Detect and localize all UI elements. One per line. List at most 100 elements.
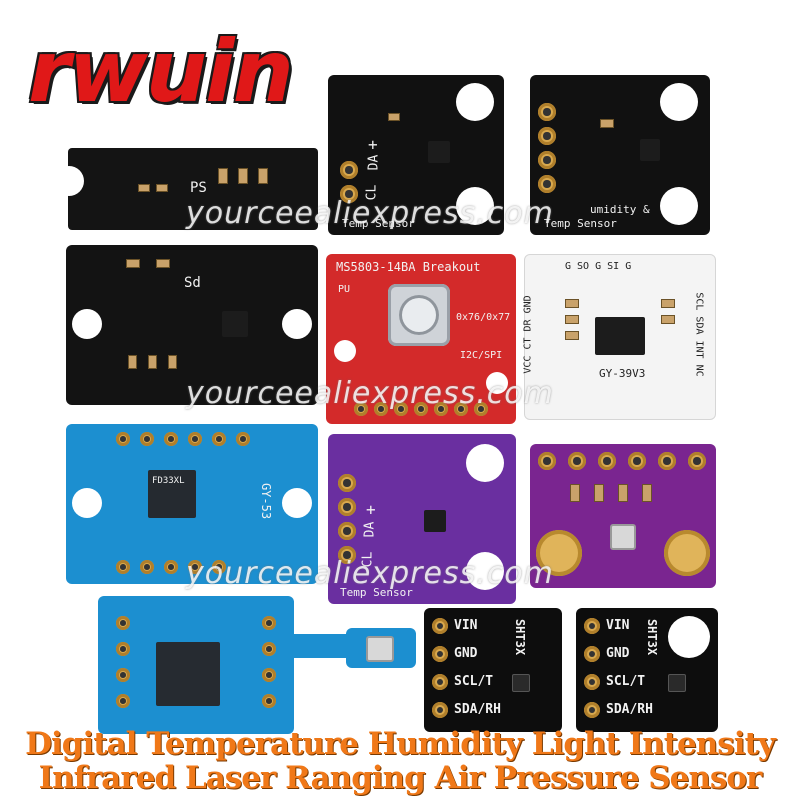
- pin-label: +: [368, 135, 378, 154]
- smd-component: [168, 355, 177, 369]
- pin-pad: [262, 668, 276, 682]
- smd-component: [238, 168, 248, 184]
- sensor-chip: [668, 674, 686, 692]
- pin-pad: [538, 103, 556, 121]
- pin-pad: [688, 452, 706, 470]
- mounting-hole: [334, 340, 356, 362]
- ps-sensor-board: PS: [54, 148, 318, 230]
- pin-pad: [140, 560, 154, 574]
- pin-pad: [538, 452, 556, 470]
- sensor-chip: [222, 311, 248, 337]
- pin-pad: [432, 646, 448, 662]
- pressure-sensor-chip: [388, 284, 450, 346]
- smd-component: [570, 484, 580, 502]
- humidity-temp-sensor-black-2: umidity & Temp Sensor: [530, 75, 710, 235]
- gy39-light-sensor-board: G SO G SI G VCC CT DR GND SCL SDA INT NC…: [522, 254, 716, 420]
- model-label: SHT3X: [513, 618, 528, 656]
- pin-label: GND: [606, 646, 630, 661]
- board-title: MS5803-14BA Breakout: [336, 260, 481, 274]
- smd-component: [128, 355, 137, 369]
- humidity-temp-sensor-purple: CL DA + Temp Sensor: [328, 434, 516, 604]
- pin-pad: [212, 432, 226, 446]
- pin-pad: [188, 432, 202, 446]
- pin-pad: [116, 668, 130, 682]
- pin-label: DA: [366, 154, 382, 171]
- sensor-chip: [428, 141, 450, 163]
- sensor-chip: [595, 317, 645, 355]
- pin-pad: [432, 702, 448, 718]
- smd-component: [642, 484, 652, 502]
- smd-component: [138, 184, 150, 192]
- pressure-sensor-chip: [610, 524, 636, 550]
- smd-component: [594, 484, 604, 502]
- pin-pad: [598, 452, 616, 470]
- sd-label: Sd: [184, 275, 201, 291]
- mounting-hole: [466, 552, 504, 590]
- pin-pad: [338, 498, 356, 516]
- smd-component: [565, 299, 579, 308]
- pin-pad: [538, 175, 556, 193]
- pin-pad: [374, 402, 388, 416]
- pin-pad: [584, 702, 600, 718]
- address-label: 0x76/0x77: [456, 312, 511, 323]
- pin-pad: [628, 452, 646, 470]
- watermark-text: yourceealiexpress.com: [186, 196, 554, 231]
- top-pin-labels: G SO G SI G: [565, 261, 632, 272]
- pin-pad: [454, 402, 468, 416]
- pin-pad: [188, 560, 202, 574]
- pin-pad: [538, 127, 556, 145]
- right-pin-labels: SCL SDA INT NC: [693, 292, 705, 377]
- sensor-chip: [156, 642, 220, 706]
- pin-pad: [434, 402, 448, 416]
- smd-component: [618, 484, 628, 502]
- board-label: umidity &: [590, 203, 650, 216]
- mounting-hole: [72, 488, 102, 518]
- board-label: Temp Sensor: [342, 217, 415, 230]
- pin-pad: [584, 646, 600, 662]
- model-label: GY-53: [259, 482, 274, 520]
- pin-pad: [212, 560, 226, 574]
- pin-pad: [658, 452, 676, 470]
- pin-pad: [340, 185, 358, 203]
- pin-label: SCL/T: [606, 674, 646, 689]
- pin-label: GND: [454, 646, 478, 661]
- sensor-chip: [366, 636, 394, 662]
- smd-component: [661, 299, 675, 308]
- board-label: Temp Sensor: [544, 217, 617, 230]
- mounting-hole: [668, 616, 710, 658]
- interface-label: I2C/SPI: [460, 350, 503, 361]
- pin-pad: [432, 674, 448, 690]
- left-pin-labels: VCC CT DR GND: [522, 295, 534, 374]
- mounting-hole: [72, 309, 102, 339]
- pin-label: +: [366, 500, 376, 519]
- sensor-chip: [512, 674, 530, 692]
- smd-component: [156, 184, 168, 192]
- pin-pad: [262, 642, 276, 656]
- pin-label: VIN: [606, 618, 630, 633]
- board-label: Temp Sensor: [340, 586, 413, 599]
- chip-label: FD33XL: [152, 476, 185, 486]
- pin-pad: [354, 402, 368, 416]
- pin-pad: [394, 402, 408, 416]
- smd-component: [258, 168, 268, 184]
- sd-sensor-board: Sd: [66, 245, 318, 405]
- pin-pad: [116, 432, 130, 446]
- caption-line-2: Infrared Laser Ranging Air Pressure Sens…: [38, 760, 763, 796]
- ms5803-pressure-sensor-board: MS5803-14BA Breakout PU 0x76/0x77 I2C/SP…: [326, 254, 516, 424]
- mounting-hole: [54, 166, 84, 196]
- pin-label: DA: [362, 521, 378, 538]
- pin-pad: [262, 694, 276, 708]
- pin-pad: [414, 402, 428, 416]
- smd-component: [218, 168, 228, 184]
- pin-pad: [338, 546, 356, 564]
- pin-pad: [340, 161, 358, 179]
- ps-label: PS: [190, 180, 207, 196]
- pin-pad: [538, 151, 556, 169]
- pin-pad: [116, 616, 130, 630]
- mounting-hole: [660, 187, 698, 225]
- smd-component: [661, 315, 675, 324]
- pin-pad: [584, 618, 600, 634]
- pin-label: SCL/T: [454, 674, 494, 689]
- gy53-laser-ranging-board: FD33XL GY-53: [66, 424, 318, 584]
